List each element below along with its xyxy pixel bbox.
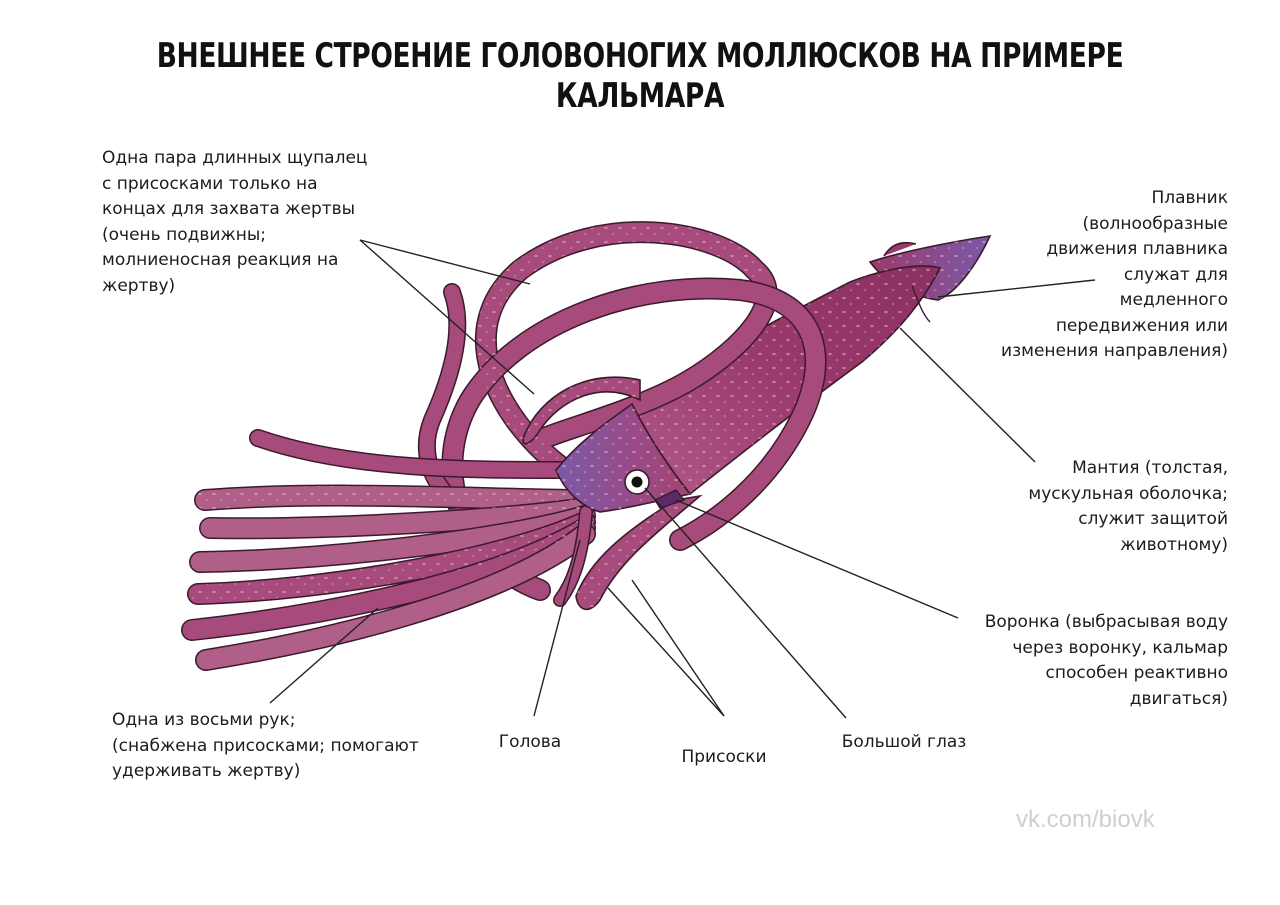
leader-eye (644, 487, 847, 719)
leader-funnel (675, 499, 959, 619)
leader-fin (937, 279, 1096, 298)
label-fin: Плавник (волнообразные движения плавника… (1001, 188, 1228, 361)
source-watermark[interactable]: vk.com/biovk (1016, 806, 1155, 833)
leader-suckers-b (631, 579, 725, 717)
tentacle-loop (441, 221, 827, 601)
arms (181, 429, 596, 671)
label-funnel: Воронка (выбрасывая воду через воронку, … (984, 612, 1228, 709)
label-head: Голова (498, 732, 562, 752)
upper-arm-hook (522, 376, 641, 445)
head (555, 402, 692, 513)
page-title: ВНЕШНЕЕ СТРОЕНИЕ ГОЛОВОНОГИХ МОЛЛЮСКОВ Н… (156, 36, 1124, 116)
label-eye: Большой глаз (841, 732, 967, 752)
leader-tentacles-a (359, 239, 531, 285)
leader-tentacles-b (359, 239, 535, 395)
leader-head (533, 539, 581, 717)
funnel (653, 489, 686, 509)
lower-arm-hook (553, 494, 703, 611)
leader-mantle (899, 327, 1036, 463)
leader-lines (269, 239, 1096, 719)
label-arm: Одна из восьми рук; (снабжена присосками… (112, 710, 419, 781)
leader-suckers-a (607, 587, 725, 717)
leader-arm (269, 607, 379, 704)
label-mantle: Мантия (толстая, мускульная оболочка; сл… (1028, 458, 1228, 555)
label-suckers: Присоски (681, 747, 767, 767)
large-eye-icon (624, 469, 650, 495)
label-tentacles: Одна пара длинных щупалец с присосками т… (102, 148, 368, 296)
